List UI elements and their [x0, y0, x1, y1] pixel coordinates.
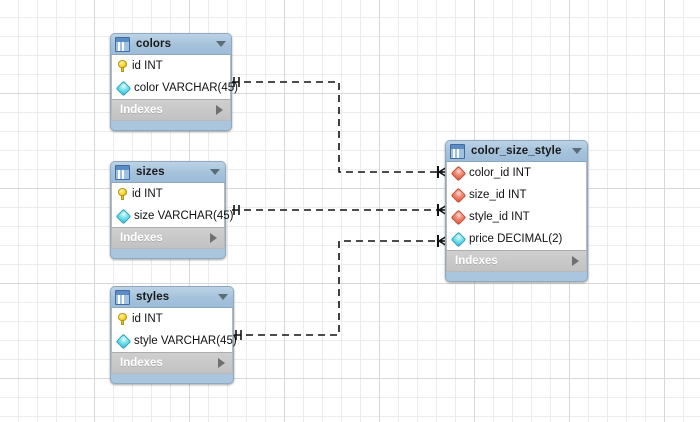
table-sizes[interactable]: sizes id INT size VARCHAR(45) Indexes — [110, 161, 233, 259]
column-label: id INT — [132, 188, 163, 200]
table-header-styles[interactable]: styles — [111, 287, 233, 308]
indexes-label: Indexes — [120, 104, 163, 116]
foreign-key-diamond-icon — [450, 209, 467, 225]
table-icon — [115, 164, 130, 180]
column-label: id INT — [132, 60, 163, 72]
table-styles[interactable]: styles id INT style VARCHAR(45) Indexes — [110, 286, 237, 384]
column-row[interactable]: style_id INT — [447, 206, 586, 228]
chevron-down-icon[interactable] — [218, 294, 228, 300]
chevron-down-icon[interactable] — [210, 169, 220, 175]
relationship-line — [232, 81, 443, 173]
key-icon — [118, 60, 127, 72]
table-columns-sizes: id INT size VARCHAR(45) — [111, 183, 233, 227]
column-label: id INT — [132, 313, 163, 325]
indexes-section-color_size_style[interactable]: Indexes — [446, 250, 587, 272]
column-diamond-icon — [115, 208, 132, 224]
table-icon — [450, 143, 465, 159]
table-header-colors[interactable]: colors — [111, 34, 231, 55]
indexes-section-sizes[interactable]: Indexes — [111, 227, 225, 249]
foreign-key-diamond-icon — [450, 165, 467, 181]
column-diamond-icon — [115, 80, 132, 96]
column-label: price DECIMAL(2) — [469, 233, 563, 245]
column-label: style VARCHAR(45) — [134, 335, 237, 347]
table-header-sizes[interactable]: sizes — [111, 162, 225, 183]
table-color_size_style[interactable]: color_size_style color_id INT size_id INT s… — [445, 140, 588, 282]
column-row[interactable]: color_id INT — [447, 162, 586, 184]
column-row[interactable]: style VARCHAR(45) — [112, 330, 237, 352]
table-title: sizes — [136, 166, 165, 178]
indexes-section-styles[interactable]: Indexes — [111, 352, 233, 374]
key-icon — [118, 313, 127, 325]
column-row[interactable]: size_id INT — [447, 184, 586, 206]
expand-arrow-icon[interactable] — [218, 358, 225, 368]
column-label: color VARCHAR(45) — [134, 82, 238, 94]
table-title: color_size_style — [471, 145, 562, 157]
table-columns-styles: id INT style VARCHAR(45) — [111, 308, 237, 352]
table-icon — [115, 36, 130, 52]
column-row[interactable]: id INT — [112, 308, 232, 330]
expand-arrow-icon[interactable] — [210, 233, 217, 243]
column-label: style_id INT — [469, 211, 530, 223]
relationship-colors-to-color_size_style[interactable] — [232, 77, 453, 181]
chevron-down-icon[interactable] — [572, 148, 582, 154]
table-icon — [115, 289, 130, 305]
indexes-label: Indexes — [120, 357, 163, 369]
foreign-key-diamond-icon — [450, 187, 467, 203]
table-title: colors — [136, 38, 172, 50]
expand-arrow-icon[interactable] — [572, 256, 579, 266]
relationship-line — [234, 240, 443, 336]
column-row[interactable]: id INT — [112, 183, 224, 205]
column-row[interactable]: size VARCHAR(45) — [112, 205, 233, 227]
column-row[interactable]: id INT — [112, 55, 230, 77]
column-label: size_id INT — [469, 189, 527, 201]
relationship-sizes-to-color_size_style[interactable] — [232, 201, 453, 219]
chevron-down-icon[interactable] — [216, 41, 226, 47]
indexes-label: Indexes — [455, 255, 498, 267]
expand-arrow-icon[interactable] — [216, 105, 223, 115]
table-colors[interactable]: colors id INT color VARCHAR(45) Indexes — [110, 33, 238, 131]
table-columns-color_size_style: color_id INT size_id INT style_id INT price… — [446, 162, 587, 250]
key-icon — [118, 188, 127, 200]
table-columns-colors: id INT color VARCHAR(45) — [111, 55, 238, 99]
column-diamond-icon — [450, 231, 467, 247]
table-header-color_size_style[interactable]: color_size_style — [446, 141, 587, 162]
relationship-styles-to-color_size_style[interactable] — [234, 232, 453, 340]
column-label: color_id INT — [469, 167, 531, 179]
column-row[interactable]: color VARCHAR(45) — [112, 77, 238, 99]
table-title: styles — [136, 291, 170, 303]
column-label: size VARCHAR(45) — [134, 210, 234, 222]
column-row[interactable]: price DECIMAL(2) — [447, 228, 586, 250]
indexes-section-colors[interactable]: Indexes — [111, 99, 231, 121]
column-diamond-icon — [115, 333, 132, 349]
indexes-label: Indexes — [120, 232, 163, 244]
